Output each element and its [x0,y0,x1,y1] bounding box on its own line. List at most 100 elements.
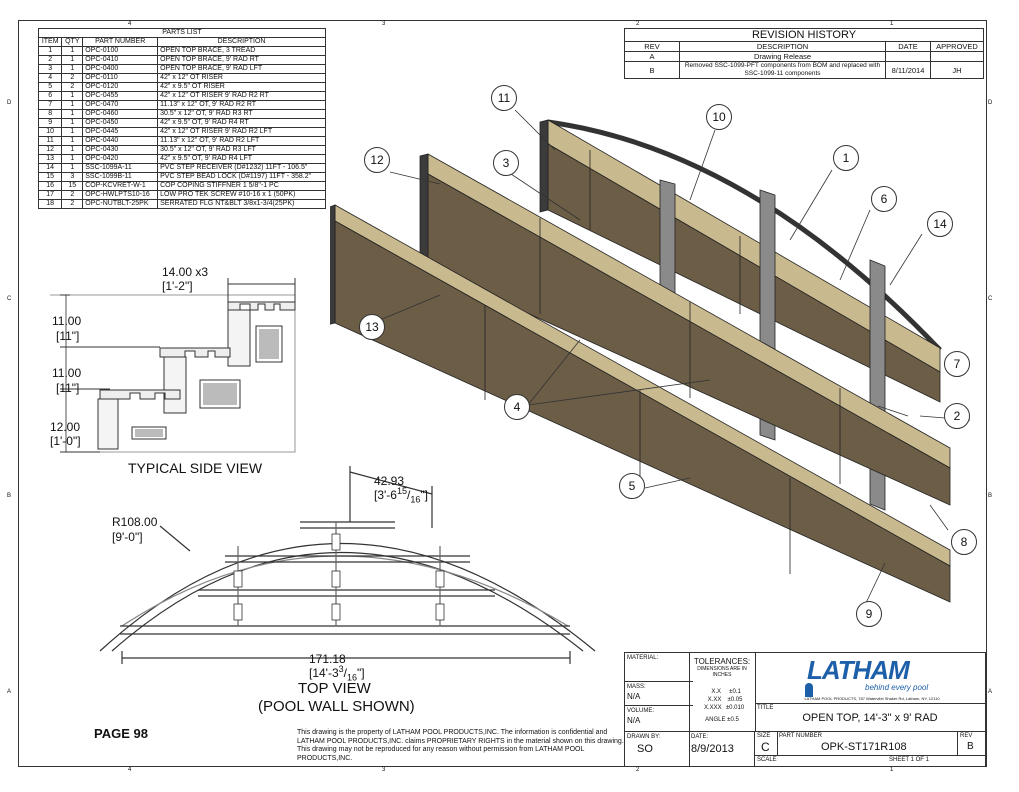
zone-row-right-c: C [988,296,993,302]
zone-col-top-3: 3 [382,21,386,27]
rev-header-date: DATE [885,41,931,52]
parts-cell: 2 [61,82,84,92]
tolerance-row: X.XX±0.05 [689,696,755,704]
tb-material-label: MATERIAL: [627,655,659,661]
rev-cell: A [624,51,680,62]
revision-history-title: REVISION HISTORY [624,28,984,42]
zone-col-bottom-2: 2 [636,767,640,773]
revision-history-table: REVISION HISTORY REV DESCRIPTION DATE AP… [624,28,984,79]
balloon-item-8: 8 [951,529,977,555]
balloon-item-13: 13 [359,314,385,340]
parts-cell: OPC-0420 [82,154,159,164]
parts-cell: 11 [37,136,63,146]
tb-title-label: TITLE [757,705,774,711]
parts-cell: 5 [37,82,63,92]
side-dim-2-ft: [11"] [56,381,80,395]
tb-mass: MASS: N/A [625,681,693,703]
tb-drawn-by: DRAWN BY: SO [625,731,689,766]
tb-date-label: DATE: [691,734,709,740]
logo-wave-icon [805,683,813,697]
rev-cell: 8/11/2014 [885,61,931,79]
parts-cell: OPC-0120 [82,82,159,92]
rev-header-description: DESCRIPTION [679,41,886,52]
tb-drawn-by-label: DRAWN BY: [627,734,661,740]
latham-logo: LATHAM [807,655,910,685]
parts-cell: 10 [37,127,63,137]
side-dim-3-ft: [1'-0"] [50,434,81,448]
parts-cell: OPC-0430 [82,145,159,155]
balloon-item-11: 11 [491,85,517,111]
zone-col-bottom-3: 3 [382,767,386,773]
tb-scale-label: SCALE [757,757,777,763]
parts-cell: OPEN TOP BRACE, 9' RAD LFT [157,64,326,74]
zone-col-top-2: 2 [636,21,640,27]
zone-row-right-a: A [988,689,993,695]
page-label: PAGE 98 [94,726,148,741]
balloon-item-10: 10 [706,104,732,130]
parts-cell: 6 [37,91,63,101]
sheet-border [18,20,987,767]
parts-cell: 42" x 12" OT RISER 9' RAD R2 LFT [157,127,326,137]
parts-cell: PVC STEP BEAD LOCK (D#1197) 11FT - 358.2… [157,172,326,182]
parts-cell: OPC-0410 [82,55,159,65]
top-width-close: "] [420,488,428,502]
balloon-item-6: 6 [871,186,897,212]
tb-rev: REV B [957,731,985,756]
tb-volume-value: N/A [627,716,641,725]
tolerance-format: X.X [711,689,721,695]
parts-cell: SERRATED FLG NT&BLT 3/8x1-3/4(25PK) [157,199,326,209]
parts-cell: OPC-HWLPTS10-16 [82,190,159,200]
tb-left-col: MATERIAL: MASS: N/A VOLUME: N/A DRAWN BY… [625,653,693,766]
tb-angle-tol: ANGLE ±0.5 [705,717,739,723]
parts-cell: 1 [61,145,84,155]
side-view-caption: TYPICAL SIDE VIEW [128,460,263,476]
rev-cell: B [624,61,680,79]
latham-tagline: behind every pool [865,683,929,692]
isometric-assembly-drawing [330,110,971,606]
parts-cell: 7 [37,100,63,110]
rev-row-a: A Drawing Release [624,51,984,62]
parts-cell: 9 [37,118,63,128]
title-block: MATERIAL: MASS: N/A VOLUME: N/A DRAWN BY… [624,652,986,767]
parts-cell: 3 [61,172,84,182]
zone-row-left-d: D [7,100,12,106]
parts-header-qty: QTY [61,37,84,47]
parts-cell: PVC STEP RECEIVER (D#1232) 11FT - 106.5" [157,163,326,173]
balloon-item-1: 1 [833,145,859,171]
top-view-drawing [99,466,596,664]
tolerance-value: ±0.010 [725,705,745,711]
parts-cell: 18 [37,199,63,209]
parts-cell: 1 [61,55,84,65]
parts-list-table: PARTS LIST ITEM QTY PART NUMBER DESCRIPT… [37,28,326,209]
tb-tolerances-sub: DIMENSIONS ARE IN INCHES [697,666,747,678]
parts-cell: OPC-0440 [82,136,159,146]
parts-cell: 42" x 9.5" OT, 9' RAD R4 RT [157,118,326,128]
parts-cell: 1 [61,154,84,164]
parts-cell: 42" x 12" OT RISER [157,73,326,83]
rev-header-approved: APPROVED [930,41,984,52]
rev-cell [930,51,984,62]
parts-cell: 14 [37,163,63,173]
rev-cell: Drawing Release [679,51,886,62]
top-width-ft: [3'-6 [374,488,397,502]
top-length-frac-den: 16 [347,672,358,683]
top-width-frac-num: 15 [396,486,407,496]
zone-row-right-d: D [988,100,993,106]
tb-drawn-by-value: SO [637,743,653,755]
parts-cell: OPC-0470 [82,100,159,110]
tb-size: SIZE C [755,731,778,756]
side-dim-2: 11.00 [52,366,82,380]
parts-cell: OPC-0110 [82,73,159,83]
tolerance-value: ±0.05 [727,697,743,703]
zone-row-left-c: C [7,296,12,302]
